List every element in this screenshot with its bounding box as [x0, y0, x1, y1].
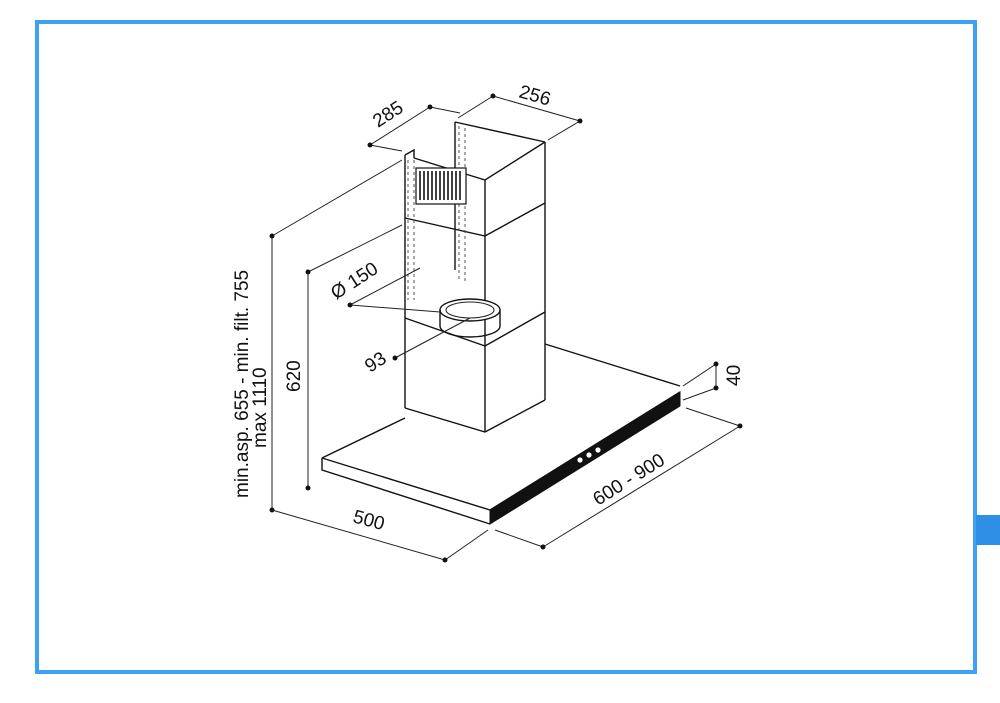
- dim-height-line2: max 1110: [250, 367, 271, 448]
- canopy-base: [321, 343, 681, 525]
- hood-outline: [321, 121, 681, 525]
- control-button: [577, 457, 583, 463]
- dimension-lines: [269, 93, 743, 563]
- control-button: [595, 447, 601, 453]
- dim-height-line1: min.asp. 655 - min. filt. 755: [232, 270, 253, 498]
- dim-base-thickness: 40: [724, 365, 745, 386]
- duct-collar: [439, 298, 501, 338]
- dim-base-depth: 500: [351, 507, 387, 535]
- dim-depth-top: 285: [369, 97, 407, 132]
- dim-duct-diameter: Ø 150: [327, 258, 382, 304]
- dim-duct-offset: 93: [361, 348, 390, 377]
- control-button: [586, 452, 592, 458]
- vent-grille: [415, 167, 467, 205]
- dim-base-width: 600 - 900: [590, 450, 669, 510]
- dim-width-top: 256: [517, 82, 553, 111]
- dim-chimney-height: 620: [284, 360, 305, 392]
- side-tab[interactable]: [976, 515, 1000, 545]
- blue-frame: [35, 20, 977, 674]
